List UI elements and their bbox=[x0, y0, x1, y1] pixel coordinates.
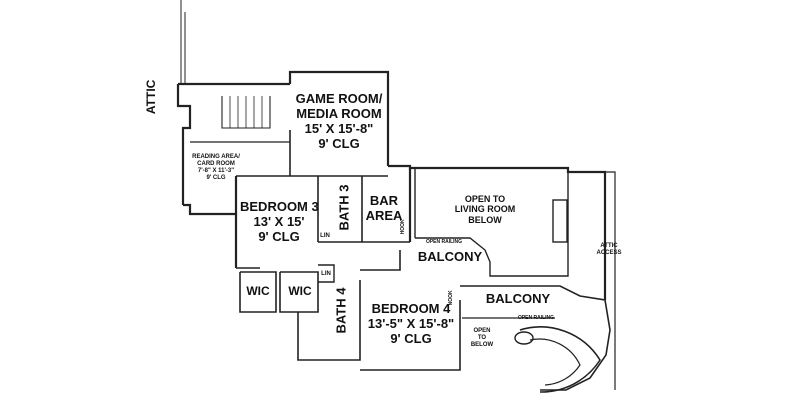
bath3-label: BATH 3 bbox=[336, 184, 352, 231]
game-room-label: GAME ROOM/ MEDIA ROOM 15' X 15'-8" 9' CL… bbox=[295, 91, 383, 151]
bar-area-label: BAR AREA bbox=[365, 193, 403, 223]
spiral-stair-outer bbox=[519, 326, 601, 393]
game-room-wall bbox=[288, 70, 390, 166]
bath4-label: BATH 4 bbox=[333, 287, 349, 334]
attic-access-wall bbox=[605, 171, 616, 390]
bedroom4-label: BEDROOM 4 13'-5" X 15'-8" 9' CLG bbox=[367, 301, 455, 346]
balcony-label-2: BALCONY bbox=[485, 291, 551, 306]
spiral-stair-inner bbox=[529, 338, 581, 386]
lin2-box bbox=[318, 264, 335, 283]
open-to-living-label: OPEN TO LIVING ROOM BELOW bbox=[454, 194, 516, 225]
north-east-wall bbox=[388, 164, 607, 300]
stair-enclosure-left bbox=[176, 84, 192, 205]
bedroom4-south bbox=[360, 300, 461, 371]
open-railing-top bbox=[415, 172, 569, 277]
spiral-stair-center bbox=[514, 331, 534, 345]
lin-label-1: LIN bbox=[320, 233, 330, 239]
bedroom3-label: BEDROOM 3 13' X 15' 9' CLG bbox=[240, 199, 319, 244]
nook-label: NOOK bbox=[448, 290, 455, 306]
hook-label: HOOK bbox=[400, 219, 407, 235]
balcony-label-1: BALCONY bbox=[417, 249, 483, 264]
wic2-box bbox=[279, 271, 319, 313]
wic-label-2: WIC bbox=[288, 284, 312, 298]
open-railing-label-1: OPEN RAILING bbox=[425, 239, 463, 245]
wic1-box bbox=[239, 271, 277, 313]
west-wall bbox=[183, 203, 238, 268]
wic-label-1: WIC bbox=[246, 284, 270, 298]
lin-label-2: LIN bbox=[321, 271, 331, 277]
bedroom4-wall bbox=[360, 250, 401, 271]
window-unit bbox=[552, 199, 568, 243]
open-to-below-label: OPEN TO BELOW bbox=[470, 328, 494, 348]
bath4-wall bbox=[297, 280, 361, 361]
reading-area-label: READING AREA/ CARD ROOM 7'-8" X 11'-3" 9… bbox=[192, 154, 240, 181]
attic-access-label: ATTIC ACCESS bbox=[596, 243, 622, 256]
balcony-lower bbox=[460, 285, 611, 391]
attic-label: ATTIC bbox=[144, 79, 159, 115]
open-railing-label-2: OPEN RAILING bbox=[517, 315, 555, 321]
